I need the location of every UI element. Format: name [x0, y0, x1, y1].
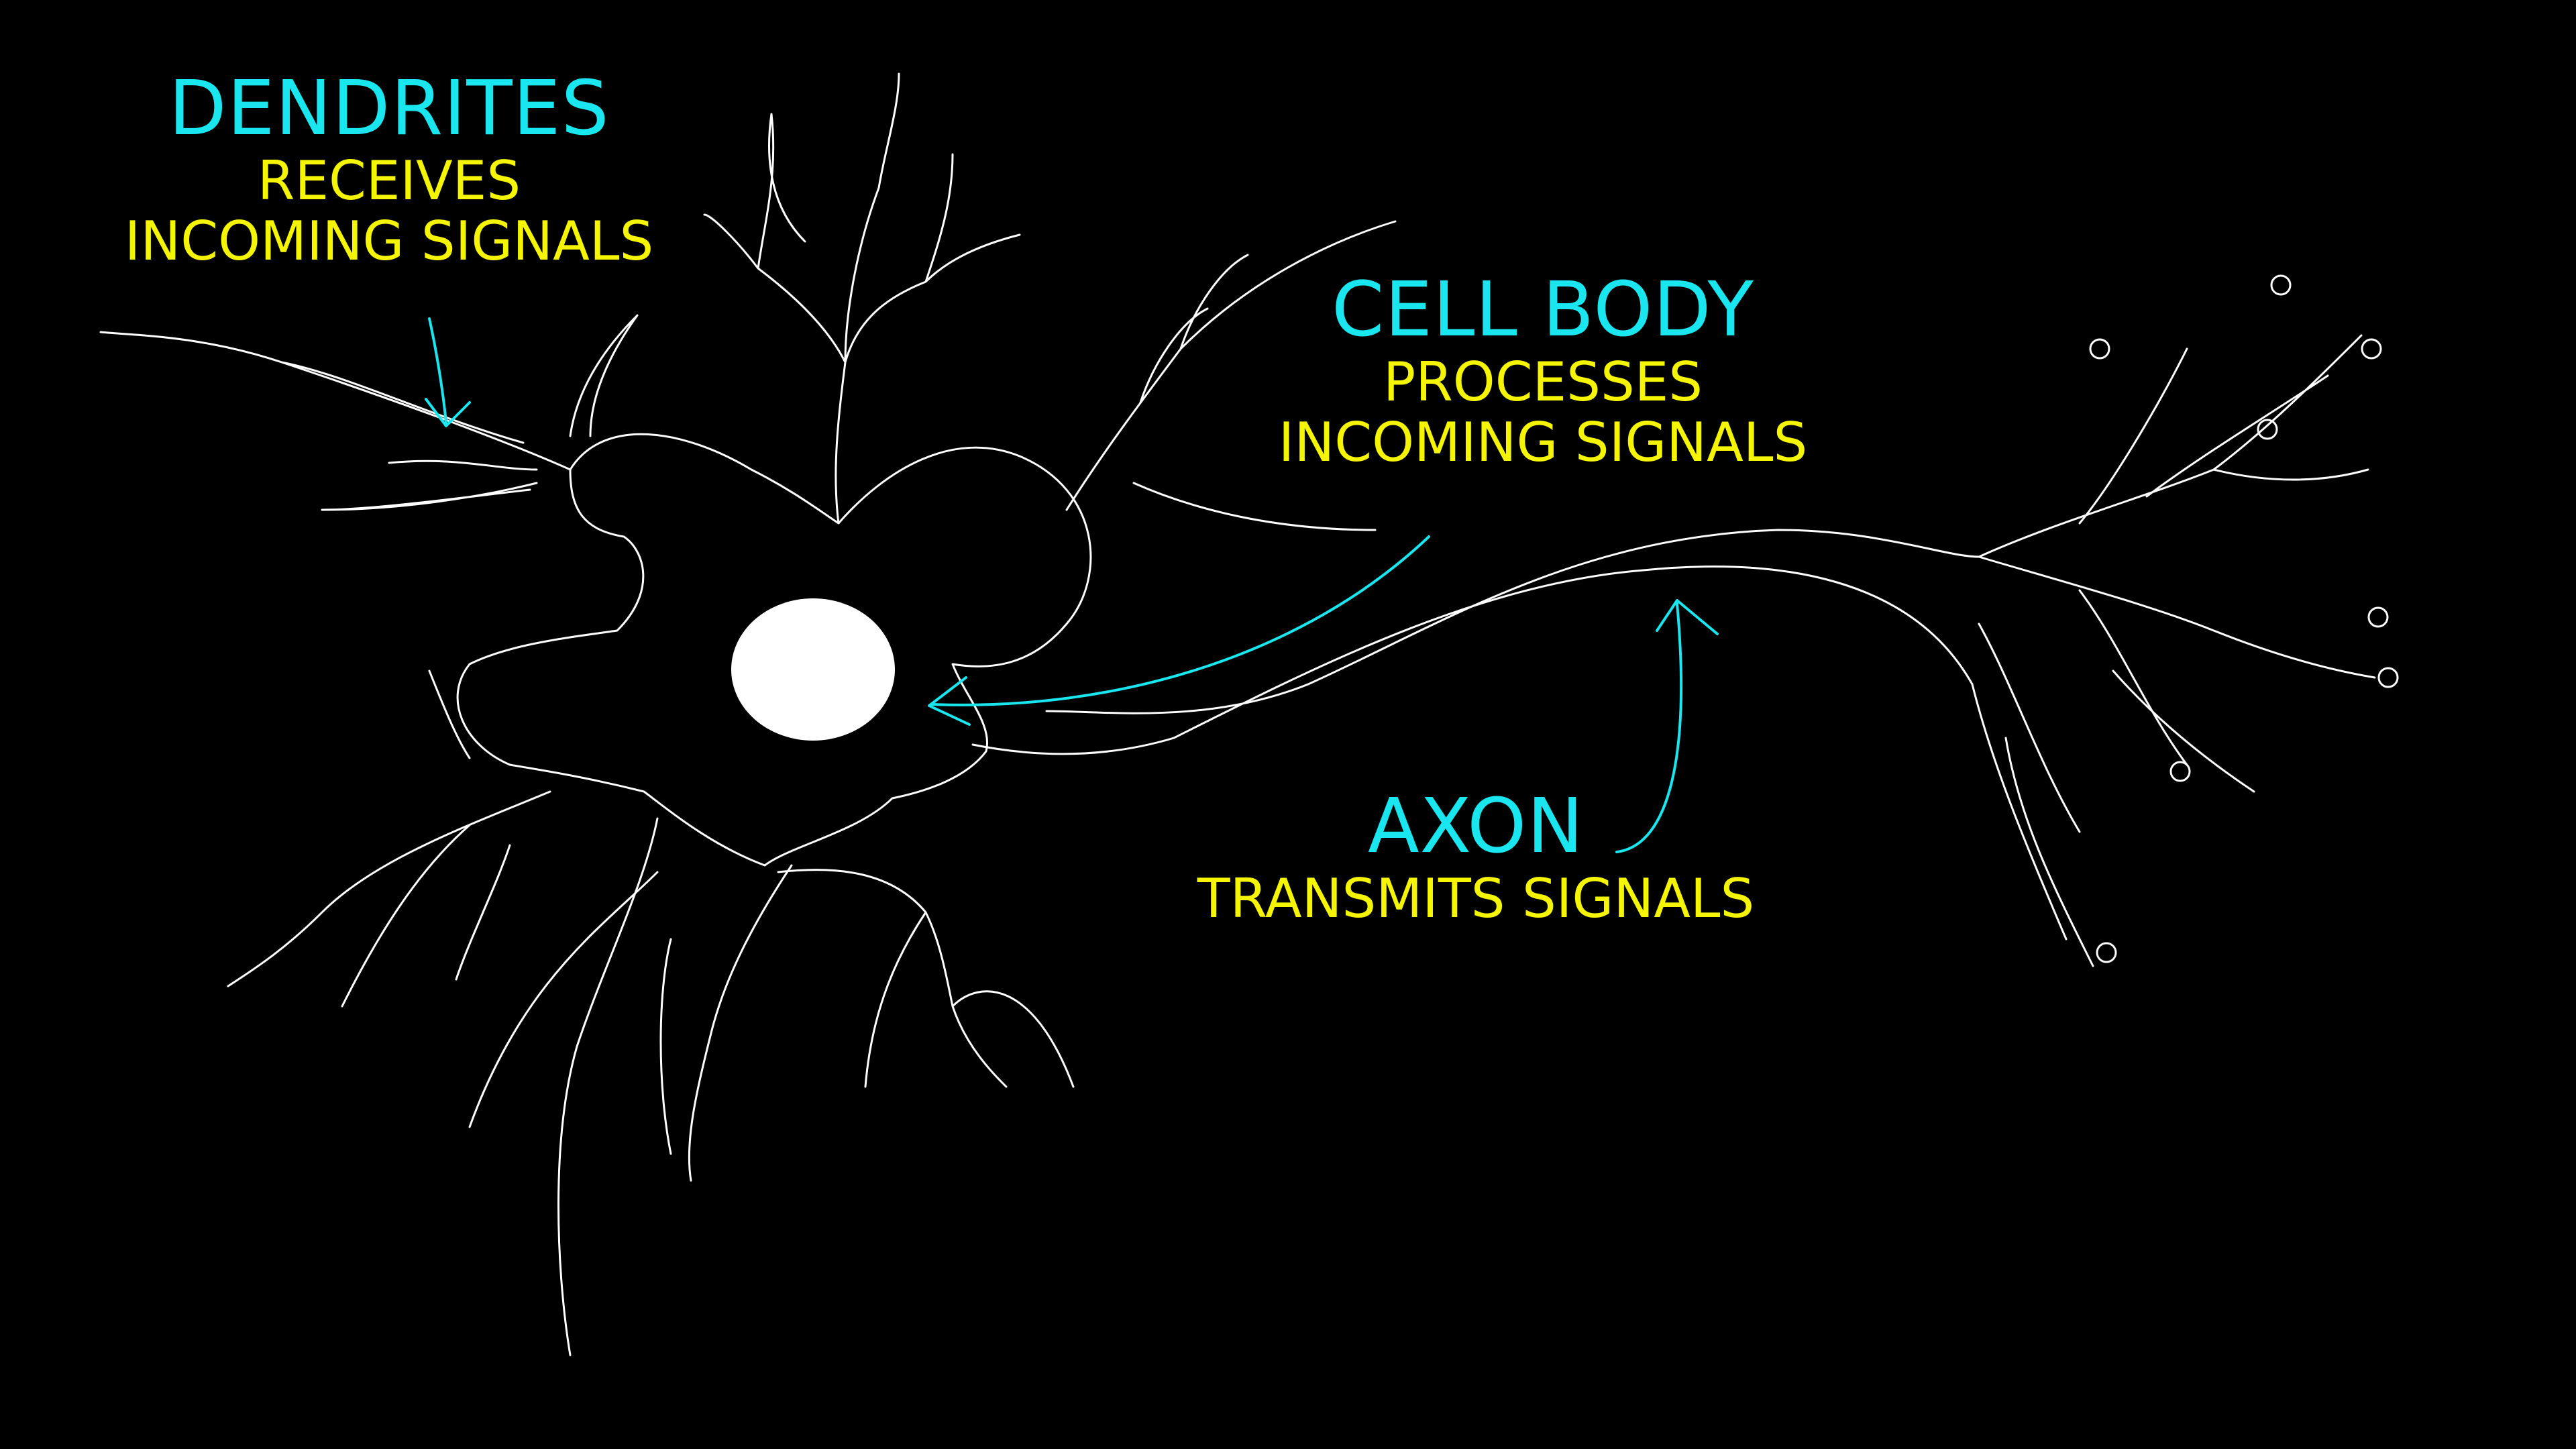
cell-body-title: CELL BODY — [1332, 266, 1754, 354]
dendrite-bottom-left — [468, 817, 672, 1356]
axon-terminal-bulb — [2169, 761, 2191, 782]
cell-body-arrow — [928, 535, 1430, 726]
axon — [971, 529, 1980, 755]
axon-terminal-bulb — [2367, 606, 2389, 628]
axon-terminal-bulb — [2257, 419, 2278, 440]
axon-terminals — [1971, 334, 2376, 967]
axon-terminal-bulb — [2377, 667, 2399, 688]
dendrite-left-branch — [321, 460, 538, 511]
dendrite-bottom-center — [688, 864, 1075, 1182]
axon-label: AXON TRANSMITS SIGNALS — [1127, 783, 1825, 930]
axon-terminal-bulb — [2270, 274, 2292, 296]
axon-terminal-bulb — [2096, 942, 2117, 963]
dendrites-label: DENDRITES RECEIVES INCOMING SIGNALS — [54, 65, 724, 273]
dendrite-top-trunk — [703, 72, 1021, 525]
axon-terminal-bulb — [2089, 338, 2110, 360]
pointer-arrows — [425, 317, 1719, 853]
dendrites-arrow — [425, 317, 471, 427]
axon-terminal-bulbs — [2089, 274, 2399, 963]
soma-outline — [456, 433, 1092, 867]
dendrites-description-line2: INCOMING SIGNALS — [124, 210, 654, 273]
dendrite-upper-right — [1065, 220, 1397, 531]
axon-description-line1: TRANSMITS SIGNALS — [1197, 867, 1755, 930]
cell-body-description-line1: PROCESSES — [1383, 351, 1703, 414]
neuron-outline — [99, 72, 2399, 1356]
dendrite-upper-left-branch — [569, 314, 639, 437]
dendrite-left-upper — [99, 331, 572, 471]
dendrites-description-line1: RECEIVES — [257, 150, 521, 213]
axon-title: AXON — [1367, 783, 1585, 870]
axon-terminal-bulb — [2361, 338, 2382, 360]
cell-body-label: CELL BODY PROCESSES INCOMING SIGNALS — [1167, 268, 1919, 473]
axon-arrow — [1615, 599, 1719, 853]
dendrites-title: DENDRITES — [168, 65, 610, 152]
dendrite-lower-left — [227, 669, 551, 1008]
nucleus — [731, 598, 895, 741]
cell-body-description-line2: INCOMING SIGNALS — [1278, 411, 1808, 474]
